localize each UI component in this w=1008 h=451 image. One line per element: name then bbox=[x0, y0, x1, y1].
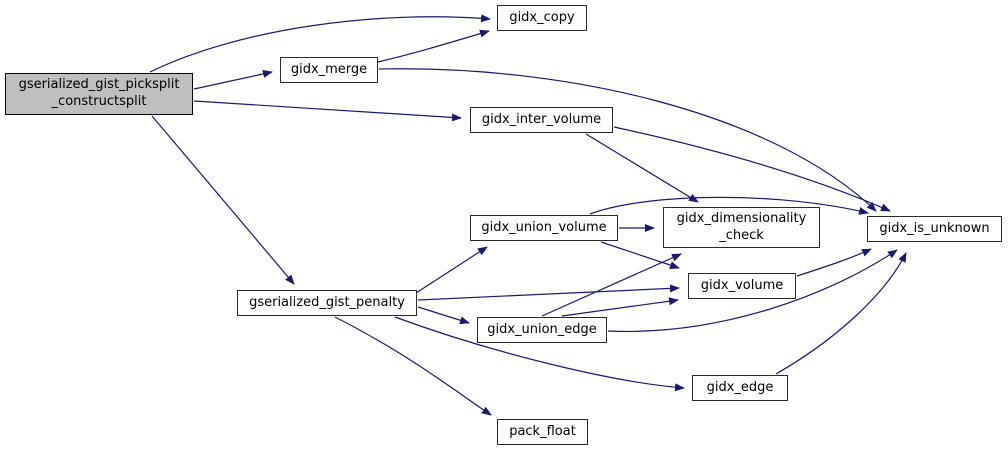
edge-gidx-inter-volume-to-gidx-dimensionality-check bbox=[585, 133, 699, 203]
edge-gidx-inter-volume-to-gidx-is-unknown bbox=[613, 126, 891, 212]
node-label: gserialized_gist_picksplit bbox=[18, 77, 180, 93]
edge-gidx-union-edge-to-gidx-dimensionality-check bbox=[541, 253, 682, 317]
edge-penalty-to-gidx-volume bbox=[417, 284, 680, 301]
node-gidx-inter-volume[interactable]: gidx_inter_volume bbox=[470, 107, 613, 133]
edge-gidx-union-edge-to-gidx-is-unknown bbox=[607, 249, 898, 333]
edge-penalty-to-gidx-edge bbox=[394, 316, 685, 392]
node-label: gidx_dimensionality bbox=[676, 210, 807, 226]
node-gidx-union-edge[interactable]: gidx_union_edge bbox=[477, 317, 607, 343]
node-label: gidx_volume bbox=[700, 277, 784, 293]
edge-gidx-union-volume-to-gidx-is-unknown bbox=[589, 196, 869, 215]
edge-gidx-volume-to-gidx-is-unknown bbox=[796, 248, 872, 277]
node-gserialized-gist-penalty[interactable]: gserialized_gist_penalty bbox=[237, 290, 417, 316]
node-gidx-is-unknown[interactable]: gidx_is_unknown bbox=[867, 216, 1002, 242]
node-label: gidx_union_volume bbox=[481, 219, 607, 235]
node-label: gserialized_gist_penalty bbox=[249, 294, 405, 310]
node-gidx-volume[interactable]: gidx_volume bbox=[688, 273, 796, 299]
node-label: _check bbox=[719, 227, 764, 243]
edge-penalty-to-gidx-union-edge bbox=[417, 306, 470, 325]
node-label: pack_float bbox=[509, 423, 576, 439]
node-gidx-union-volume[interactable]: gidx_union_volume bbox=[470, 215, 618, 241]
node-label: gidx_union_edge bbox=[487, 321, 597, 337]
edge-constructsplit-to-gidx-copy bbox=[149, 14, 491, 73]
edge-constructsplit-to-gidx-merge bbox=[193, 70, 273, 90]
edge-penalty-to-pack-float bbox=[334, 316, 492, 416]
edge-gidx-edge-to-gidx-is-unknown bbox=[775, 252, 907, 375]
node-pack-float[interactable]: pack_float bbox=[497, 419, 588, 445]
node-label: gidx_inter_volume bbox=[481, 111, 602, 127]
node-gidx-merge[interactable]: gidx_merge bbox=[280, 57, 378, 83]
node-label: gidx_merge bbox=[290, 61, 368, 77]
node-gidx-edge[interactable]: gidx_edge bbox=[692, 375, 788, 401]
node-gidx-dimensionality-check[interactable]: gidx_dimensionality _check bbox=[663, 207, 820, 248]
node-label: gidx_is_unknown bbox=[879, 220, 990, 236]
edge-constructsplit-to-gidx-inter-volume bbox=[193, 100, 462, 122]
edge-gidx-merge-to-gidx-copy bbox=[377, 29, 490, 63]
edge-penalty-to-gidx-union-volume bbox=[415, 246, 488, 294]
node-label: _constructsplit bbox=[51, 94, 147, 109]
node-label: gidx_edge bbox=[706, 379, 774, 395]
edge-constructsplit-to-gserialized-gist-penalty bbox=[151, 115, 295, 285]
edge-gidx-union-volume-to-gidx-volume bbox=[600, 241, 680, 269]
node-label: gidx_copy bbox=[509, 9, 575, 25]
node-gserialized-gist-picksplit-constructsplit: gserialized_gist_picksplit _constructspl… bbox=[5, 73, 193, 115]
edge-gidx-union-edge-to-gidx-volume bbox=[561, 297, 679, 317]
node-gidx-copy[interactable]: gidx_copy bbox=[497, 5, 587, 31]
edge-gidx-merge-to-gidx-is-unknown bbox=[378, 68, 877, 212]
